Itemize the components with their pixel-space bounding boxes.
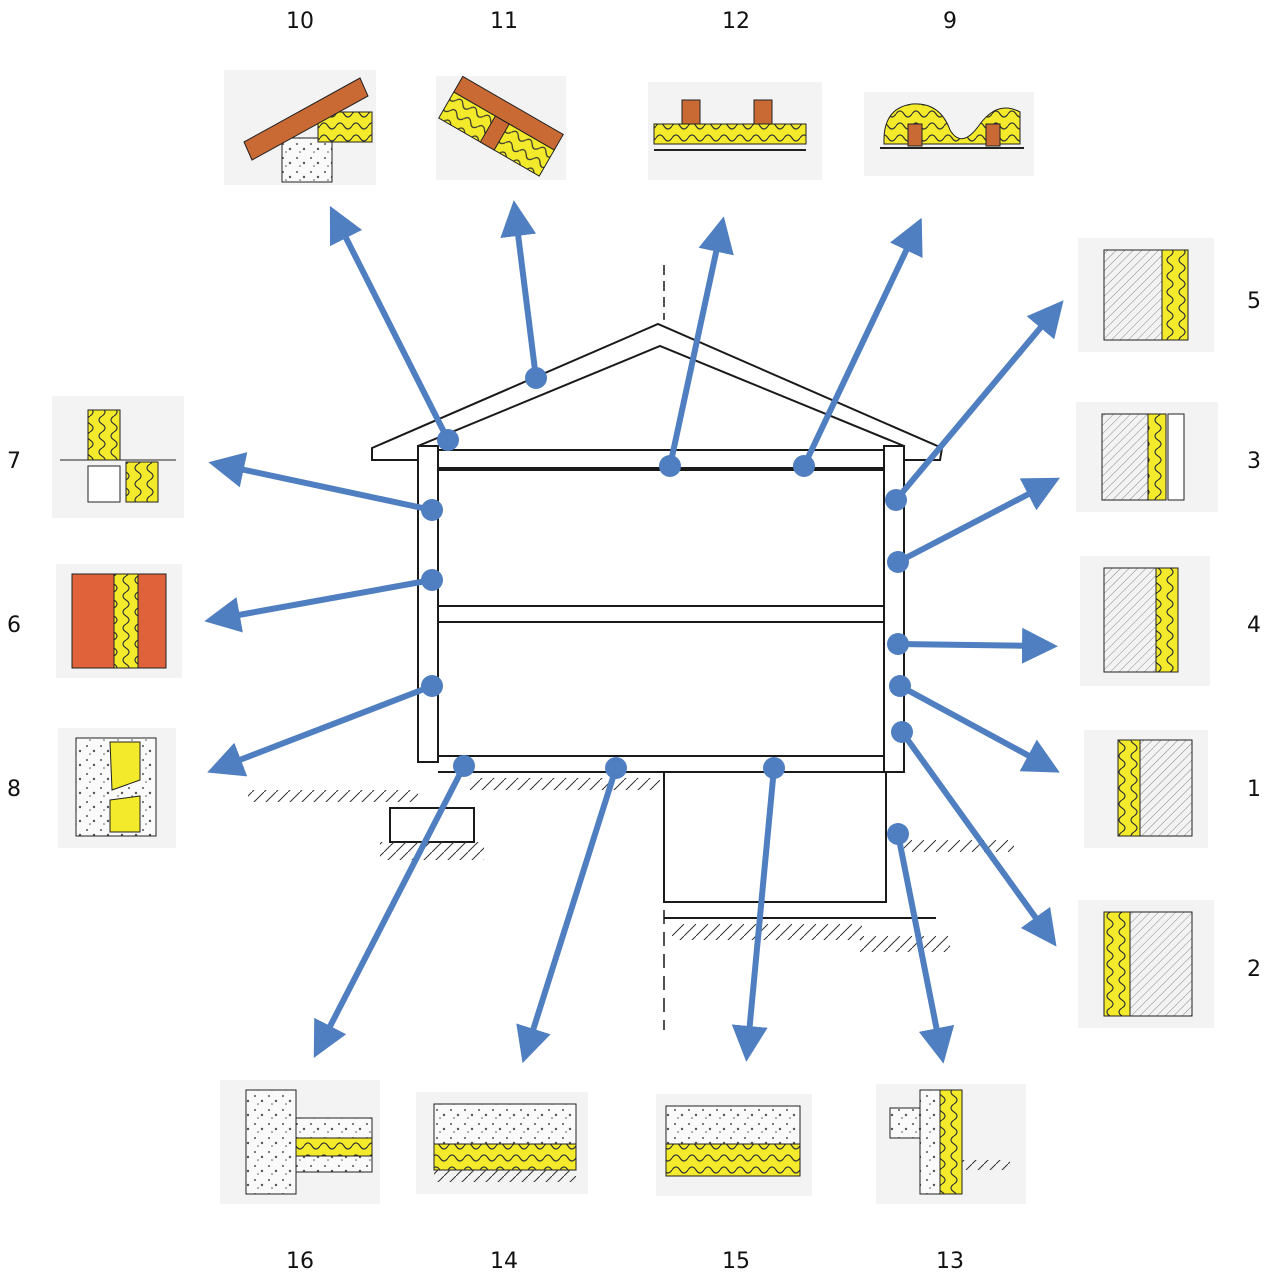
detail-panel-10 xyxy=(224,70,376,185)
detail-panel-16 xyxy=(220,1080,380,1204)
arrow-5 xyxy=(893,300,1064,503)
label-11: 11 xyxy=(490,9,518,34)
detail-panel-2 xyxy=(1078,900,1214,1028)
detail-panel-1 xyxy=(1084,730,1208,848)
detail-panel-3 xyxy=(1076,402,1218,512)
detail-panel-6 xyxy=(56,564,182,678)
arrow-13 xyxy=(895,831,955,1064)
detail-panel-12 xyxy=(648,82,822,180)
label-15: 15 xyxy=(722,1249,750,1274)
arrow-2 xyxy=(899,729,1057,947)
detail-panel-4 xyxy=(1080,556,1210,686)
detail-panel-7 xyxy=(52,396,184,518)
label-13: 13 xyxy=(936,1249,964,1274)
arrows xyxy=(204,200,1064,1064)
arrow-16 xyxy=(313,763,467,1059)
label-2: 2 xyxy=(1247,957,1261,982)
detail-panel-15 xyxy=(656,1094,812,1196)
arrow-4 xyxy=(895,627,1058,664)
label-9: 9 xyxy=(943,9,957,34)
detail-panel-8 xyxy=(58,728,176,848)
label-7: 7 xyxy=(7,449,21,474)
arrow-1 xyxy=(897,683,1060,773)
label-3: 3 xyxy=(1247,449,1261,474)
label-10: 10 xyxy=(286,9,314,34)
label-8: 8 xyxy=(7,777,21,802)
label-14: 14 xyxy=(490,1249,518,1274)
detail-panel-13 xyxy=(876,1084,1026,1204)
house-section xyxy=(371,265,944,1030)
arrow-7 xyxy=(208,452,435,513)
arrow-10 xyxy=(329,205,451,443)
arrow-15 xyxy=(731,765,777,1062)
arrow-3 xyxy=(895,477,1060,565)
arrow-6 xyxy=(204,577,435,633)
arrow-8 xyxy=(207,683,435,777)
label-12: 12 xyxy=(722,9,750,34)
label-6: 6 xyxy=(7,613,21,638)
detail-panel-11 xyxy=(436,75,566,180)
arrow-12 xyxy=(667,216,734,469)
label-1: 1 xyxy=(1247,777,1261,802)
number-labels: 10 11 12 9 5 3 4 1 2 7 6 8 16 14 15 13 xyxy=(7,9,1261,1274)
arrow-9 xyxy=(801,217,923,469)
label-16: 16 xyxy=(286,1249,314,1274)
arrow-dots xyxy=(421,367,913,845)
detail-panel-9 xyxy=(864,92,1034,176)
arrow-11 xyxy=(500,200,539,381)
detail-panel-5 xyxy=(1078,238,1214,352)
ground-hatch xyxy=(248,778,1014,952)
label-4: 4 xyxy=(1247,613,1261,638)
label-5: 5 xyxy=(1247,289,1261,314)
arrow-14 xyxy=(516,765,619,1064)
detail-panel-14 xyxy=(416,1092,588,1194)
